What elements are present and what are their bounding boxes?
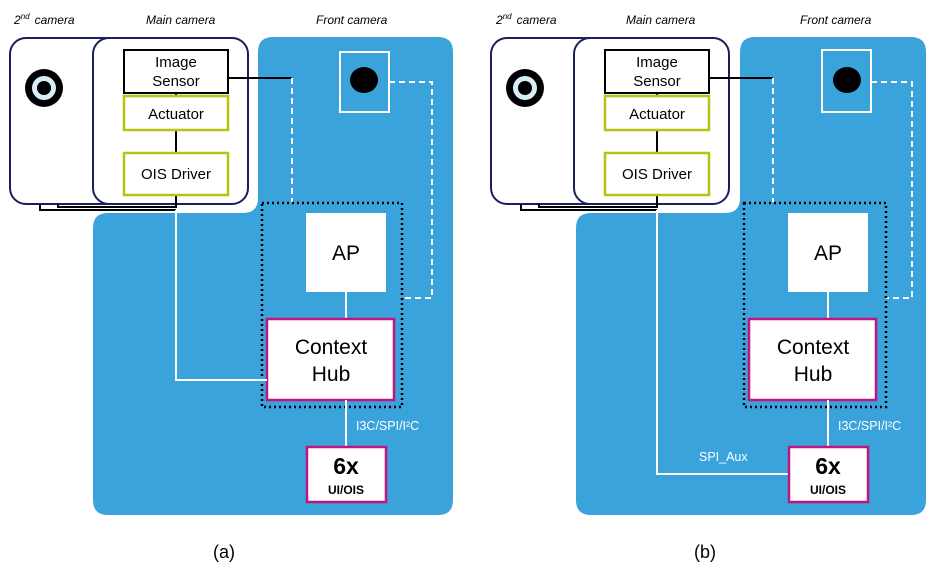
bus-label: I3C/SPI/I²C — [356, 419, 419, 433]
imu-chip-label-2: UI/OIS — [328, 483, 364, 497]
imu-chip-label-1: 6x — [815, 453, 841, 479]
ois-driver-label: OIS Driver — [622, 166, 692, 183]
spi-aux-line — [656, 210, 789, 475]
context-hub-label-2: Hub — [312, 363, 351, 386]
aux-bus-label: SPI_Aux — [699, 450, 748, 464]
imu-chip-box — [305, 445, 388, 504]
image-sensor-label-2: Sensor — [633, 73, 681, 90]
context-hub-box — [747, 317, 878, 402]
imu-chip-box — [787, 445, 870, 504]
ap-box — [306, 213, 386, 292]
image-sensor-label-1: Image — [155, 54, 197, 71]
imu-chip-label-2: UI/OIS — [810, 483, 846, 497]
camera-bus-line-2 — [520, 204, 657, 211]
main-camera-title: Main camera — [146, 13, 216, 27]
actuator-box — [122, 94, 230, 132]
front-camera-lens-icon — [350, 67, 378, 93]
front-camera-dashed-link — [389, 81, 433, 299]
ois-to-hub-line — [175, 210, 267, 381]
context-hub-label-2: Hub — [794, 363, 833, 386]
ois-driver-box — [603, 151, 711, 197]
context-hub-box — [265, 317, 396, 402]
actuator-box — [603, 94, 711, 132]
image-sensor-box — [604, 49, 710, 94]
actuator-label: Actuator — [148, 106, 204, 123]
lens-icon — [506, 69, 544, 107]
main-camera-title: Main camera — [626, 13, 696, 27]
ois-driver-box — [122, 151, 230, 197]
panel-caption: (b) — [694, 542, 716, 562]
front-camera-title: Front camera — [800, 13, 872, 27]
panel-caption: (a) — [213, 542, 235, 562]
front-camera-dashed-link — [871, 81, 913, 299]
ap-label: AP — [332, 242, 360, 265]
context-hub-label-1: Context — [295, 336, 368, 359]
soc-dotted-outline — [742, 201, 888, 409]
ap-label: AP — [814, 242, 842, 265]
image-sensor-label-2: Sensor — [152, 73, 200, 90]
ap-box — [788, 213, 868, 292]
bus-label: I3C/SPI/I²C — [838, 419, 901, 433]
imu-chip-label-1: 6x — [333, 453, 359, 479]
lens-icon — [25, 69, 63, 107]
image-sensor-box — [123, 49, 229, 94]
soc-dotted-outline — [260, 201, 404, 409]
actuator-label: Actuator — [629, 106, 685, 123]
front-camera-title: Front camera — [316, 13, 388, 27]
image-sensor-label-1: Image — [636, 54, 678, 71]
ois-driver-label: OIS Driver — [141, 166, 211, 183]
front-camera-lens-icon — [833, 67, 861, 93]
camera-bus-line-2 — [39, 204, 176, 211]
context-hub-label-1: Context — [777, 336, 850, 359]
